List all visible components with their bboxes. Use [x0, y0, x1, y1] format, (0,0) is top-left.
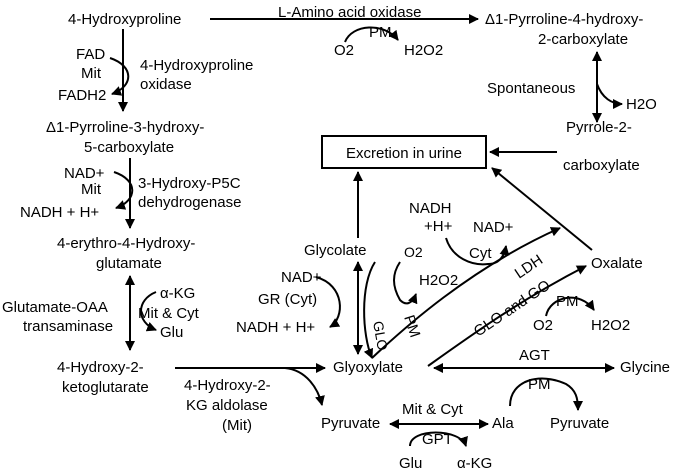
arc-h2o — [596, 83, 623, 109]
node-excretion-in-urine: Excretion in urine — [346, 145, 462, 162]
cofactor-h2o2-top: H2O2 — [404, 42, 443, 59]
arc-akg-glu — [140, 291, 157, 332]
enzyme-4-hydroxy-2-kg-aldolase: 4-Hydroxy-2- — [184, 377, 271, 394]
cofactor-glu-2: Glu — [399, 455, 422, 472]
node-4-hydroxy-2-ketoglutarate-line2: ketoglutarate — [62, 379, 149, 396]
enzyme-agt: AGT — [519, 347, 550, 364]
cofactor-nadh-gr: NADH + H+ — [236, 319, 315, 336]
cofactor-nad-1: NAD+ — [64, 165, 105, 182]
enzyme-3-hydroxy-p5c-dehydrogenase: 3-Hydroxy-P5C — [138, 175, 241, 192]
enzyme-3-hydroxy-p5c-dehydrogenase-line2: dehydrogenase — [138, 194, 241, 211]
enzyme-glycolate-reductase: GR (Cyt) — [258, 291, 317, 308]
node-pyrrole-2-carboxylate: Pyrrole-2- — [566, 119, 632, 136]
arc-glo-oxidation — [363, 261, 376, 359]
cofactor-alpha-kg-1: α-KG — [160, 285, 195, 302]
cofactor-o2-glo: O2 — [404, 244, 423, 260]
node-pyrrole-2-carboxylate-line2: carboxylate — [563, 157, 640, 174]
enzyme-glutamate-oaa-transaminase-line2: transaminase — [23, 318, 113, 335]
arc-fad-fadh2 — [109, 57, 130, 96]
enzyme-glutamate-oaa-transaminase: Glutamate-OAA — [2, 299, 108, 316]
arc-nadh-nad-ldh — [445, 237, 510, 266]
cofactor-o2-oxalate: O2 — [533, 317, 553, 334]
arrow-oxalate-to-excretion — [491, 167, 593, 251]
node-4-hydroxy-2-ketoglutarate: 4-Hydroxy-2- — [57, 359, 144, 376]
enzyme-gpt: GPT — [422, 431, 453, 448]
enzyme-4-hydroxyproline-oxidase: 4-Hydroxyproline — [140, 57, 253, 74]
node-pyruvate-left: Pyruvate — [321, 415, 380, 432]
arc-aldolase-pyruvate — [284, 367, 325, 406]
cofactor-nad-ldh: NAD+ — [473, 219, 514, 236]
enzyme-4-hydroxyproline-oxidase-line2: oxidase — [140, 76, 192, 93]
arc-glu-akg — [409, 431, 468, 447]
enzyme-l-amino-acid-oxidase: L-Amino acid oxidase — [278, 4, 421, 21]
cofactor-alpha-kg-2: α-KG — [457, 455, 492, 472]
node-pyruvate-right: Pyruvate — [550, 415, 609, 432]
enzyme-4-hydroxy-2-kg-aldolase-line2: KG aldolase — [186, 397, 268, 414]
arc-o2-h2o2-glo — [393, 261, 418, 305]
arc-o2-h2o2-oxalate — [545, 296, 595, 317]
node-4-erythro-hydroxyglutamate: 4-erythro-4-Hydroxy- — [57, 235, 195, 252]
node-4-hydroxyproline: 4-Hydroxyproline — [68, 11, 181, 28]
cofactor-h2o: H2O — [626, 96, 657, 113]
location-mit-and-cyt-gpt: Mit & Cyt — [402, 401, 464, 418]
node-glyoxylate: Glyoxylate — [333, 359, 403, 376]
node-glycolate: Glycolate — [304, 242, 367, 259]
enzyme-glo: GLO — [370, 320, 391, 352]
enzyme-spontaneous: Spontaneous — [487, 80, 575, 97]
node-pyrroline-3-hydroxy-line2: 5-carboxylate — [84, 139, 174, 156]
location-mit-2: Mit — [81, 181, 102, 198]
node-4-erythro-hydroxyglutamate-line2: glutamate — [96, 255, 162, 272]
cofactor-fadh2: FADH2 — [58, 87, 106, 104]
node-pyrroline-4-hydroxy: Δ1-Pyrroline-4-hydroxy- — [485, 11, 643, 28]
cofactor-nadh-ldh: NADH — [409, 200, 452, 217]
location-pm-glo: PM — [400, 313, 423, 340]
location-mit-and-cyt-left: Mit & Cyt — [138, 305, 200, 322]
cofactor-nadh-1: NADH + H+ — [20, 204, 99, 221]
cofactor-h2o2-oxalate: H2O2 — [591, 317, 630, 334]
arc-nad-gr — [315, 276, 341, 328]
excretion-box — [321, 135, 487, 169]
cofactor-o2-top: O2 — [334, 42, 354, 59]
enzyme-4-hydroxy-2-kg-aldolase-line3: (Mit) — [222, 417, 252, 434]
location-mit-1: Mit — [81, 65, 102, 82]
arc-nad-nadh — [113, 171, 134, 210]
node-oxalate: Oxalate — [591, 255, 643, 272]
cofactor-h2o2-glo: H2O2 — [419, 272, 458, 289]
cofactor-nadh-ldh-line2: +H+ — [424, 218, 453, 235]
location-cyt-ldh: Cyt — [469, 245, 492, 262]
arrow-glyoxylate-oxalate — [427, 265, 587, 367]
arc-ala-pyruvate-agt — [509, 377, 583, 411]
node-pyrroline-4-hydroxy-line2: 2-carboxylate — [538, 31, 628, 48]
cofactor-nad-gr: NAD+ — [281, 269, 322, 286]
cofactor-fad: FAD — [76, 46, 105, 63]
node-pyrroline-3-hydroxy: Δ1-Pyrroline-3-hydroxy- — [46, 119, 204, 136]
node-glycine: Glycine — [620, 359, 670, 376]
arrow-glo-and-go — [371, 227, 561, 359]
location-pm-oxalate: PM — [556, 293, 579, 310]
node-ala: Ala — [492, 415, 514, 432]
cofactor-glu-1: Glu — [160, 324, 183, 341]
arc-o2-h2o2-top — [344, 26, 399, 43]
